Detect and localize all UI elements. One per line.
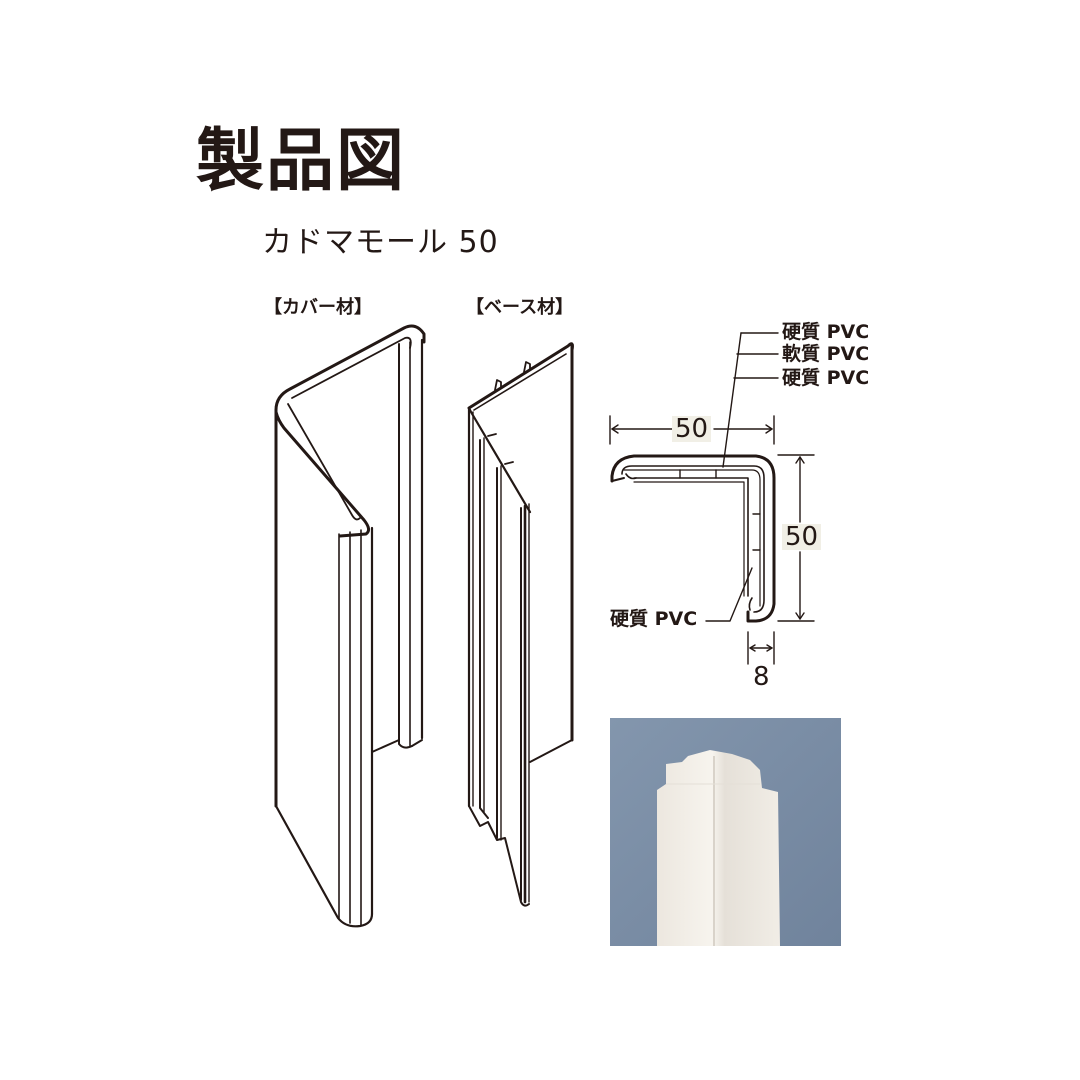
product-name: カドマモール 50 [262, 225, 499, 260]
material-label-outer: 硬質 PVC [782, 321, 870, 343]
material-label-middle: 軟質 PVC [782, 343, 870, 365]
base-part-label: 【ベース材】 [466, 297, 574, 318]
cross-section-drawing [609, 332, 815, 665]
cover-part-label: 【カバー材】 [264, 297, 372, 318]
page-title: 製品図 [196, 122, 407, 201]
base-piece-drawing [467, 342, 574, 907]
cover-piece-drawing [274, 324, 426, 928]
material-label-inner: 硬質 PVC [782, 367, 870, 389]
installed-molding-image [610, 718, 841, 946]
dimension-depth: 8 [753, 662, 770, 692]
product-photo [610, 718, 841, 946]
dimension-width: 50 [672, 416, 712, 442]
material-label-base: 硬質 PVC [610, 608, 698, 630]
dimension-height: 50 [782, 524, 822, 550]
